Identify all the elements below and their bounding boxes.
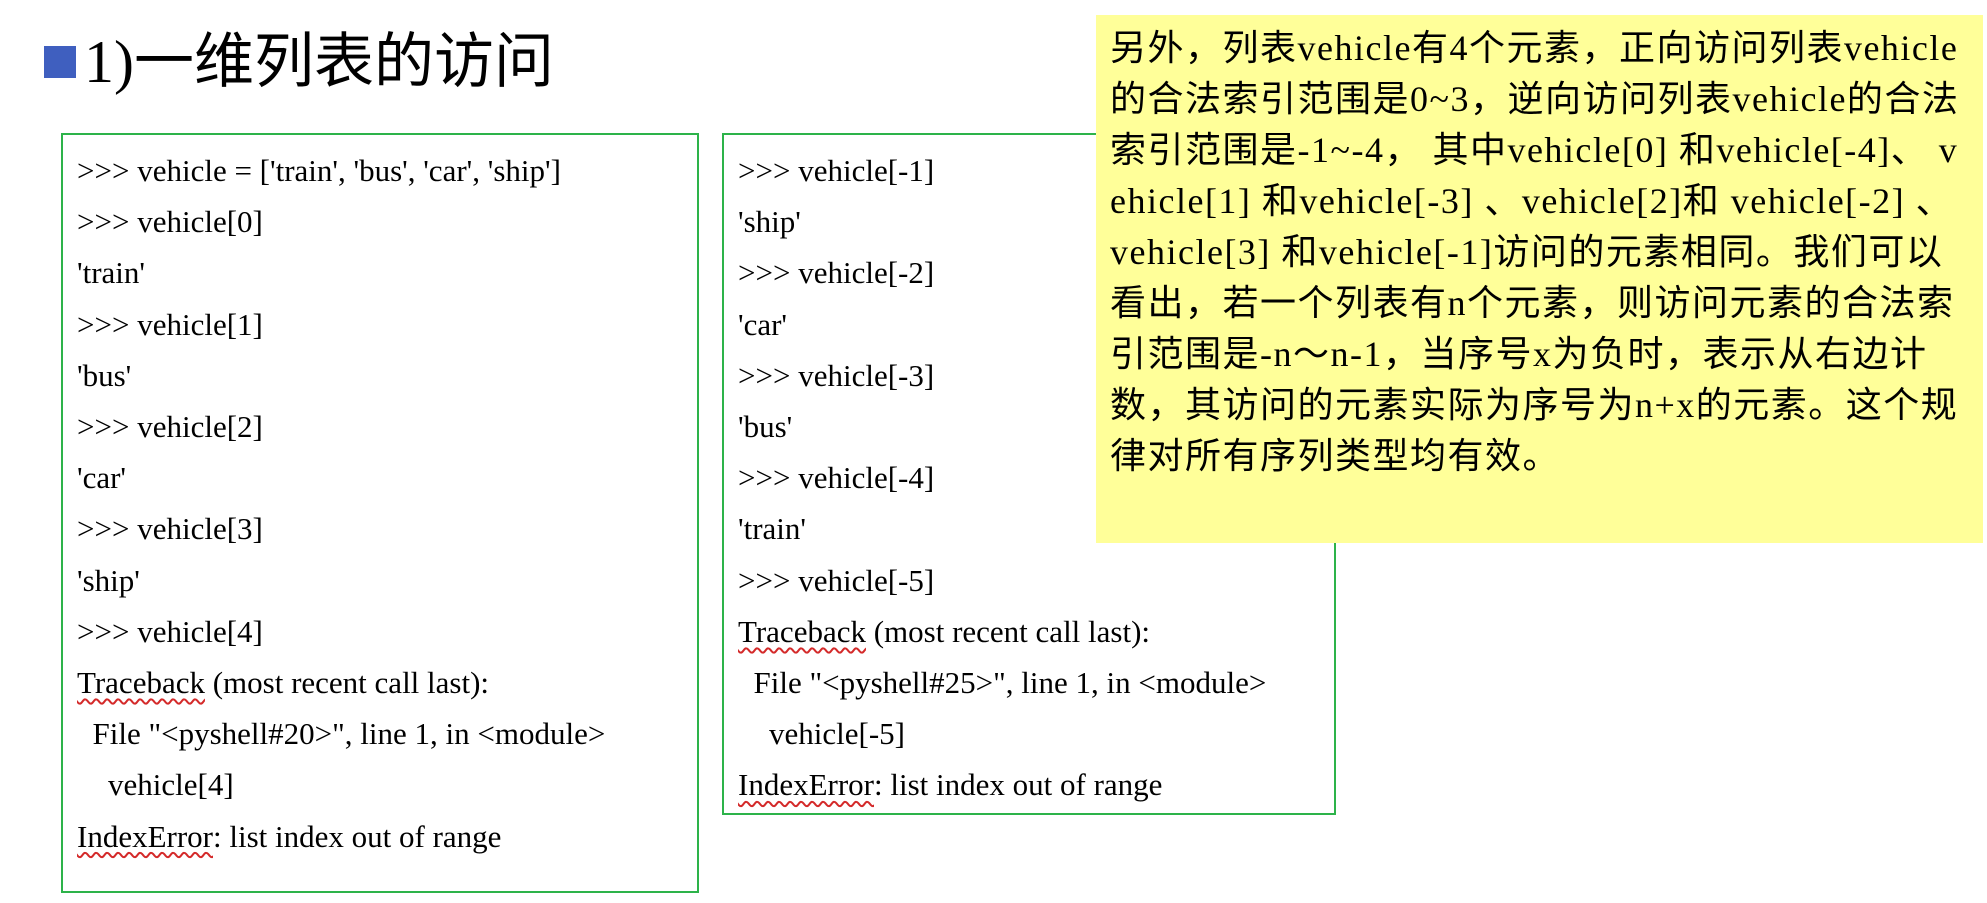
slide-title: 1)一维列表的访问 — [44, 22, 554, 102]
code-line: 'train' — [738, 511, 806, 547]
traceback-rest: (most recent call last): — [204, 665, 490, 701]
file-line: File "<pyshell#20>", line 1, in <module> — [77, 716, 606, 752]
square-bullet-icon — [44, 46, 76, 78]
code-line: >>> vehicle = ['train', 'bus', 'car', 's… — [77, 153, 561, 188]
error-word: IndexError — [77, 818, 213, 854]
traceback-rest: (most recent call last): — [865, 613, 1151, 649]
error-line: IndexError: list index out of range — [738, 759, 1320, 810]
explanation-text: 另外，列表vehicle有4个元素，正向访问列表vehicle的合法索引范围是0… — [1110, 28, 1960, 476]
code-line: >>> vehicle[-5] — [738, 562, 935, 598]
code-line: 'train' — [77, 255, 145, 291]
code-line: >>> vehicle[4] — [77, 613, 263, 649]
code-line: 'ship' — [77, 562, 140, 598]
code-line: >>> vehicle[-3] — [738, 357, 935, 393]
slide-title-text: 1)一维列表的访问 — [84, 29, 554, 95]
code-line: 'car' — [738, 306, 788, 342]
code-line: >>> vehicle[0] — [77, 204, 263, 240]
traceback-line: Traceback (most recent call last): — [738, 606, 1320, 657]
expr-line: vehicle[-5] — [738, 716, 905, 752]
code-line: >>> vehicle[3] — [77, 511, 263, 547]
code-line: 'car' — [77, 460, 127, 496]
code-line: >>> vehicle[2] — [77, 409, 263, 445]
code-line: >>> vehicle[-1] — [738, 153, 935, 188]
code-line: 'bus' — [77, 357, 132, 393]
code-line: >>> vehicle[1] — [77, 306, 263, 342]
traceback-word: Traceback — [738, 613, 866, 649]
error-rest: : list index out of range — [213, 818, 502, 854]
traceback-line: Traceback (most recent call last): — [77, 657, 683, 708]
file-line: File "<pyshell#25>", line 1, in <module> — [738, 665, 1267, 701]
error-word: IndexError — [738, 767, 874, 803]
explanation-note: 另外，列表vehicle有4个元素，正向访问列表vehicle的合法索引范围是0… — [1096, 15, 1983, 543]
code-line: 'ship' — [738, 204, 801, 240]
left-code-box: >>> vehicle = ['train', 'bus', 'car', 's… — [61, 133, 699, 893]
error-rest: : list index out of range — [874, 767, 1163, 803]
code-line: >>> vehicle[-4] — [738, 460, 935, 496]
expr-line: vehicle[4] — [77, 767, 234, 803]
code-line: 'bus' — [738, 409, 793, 445]
traceback-word: Traceback — [77, 665, 205, 701]
error-line: IndexError: list index out of range — [77, 811, 683, 862]
code-line: >>> vehicle[-2] — [738, 255, 935, 291]
